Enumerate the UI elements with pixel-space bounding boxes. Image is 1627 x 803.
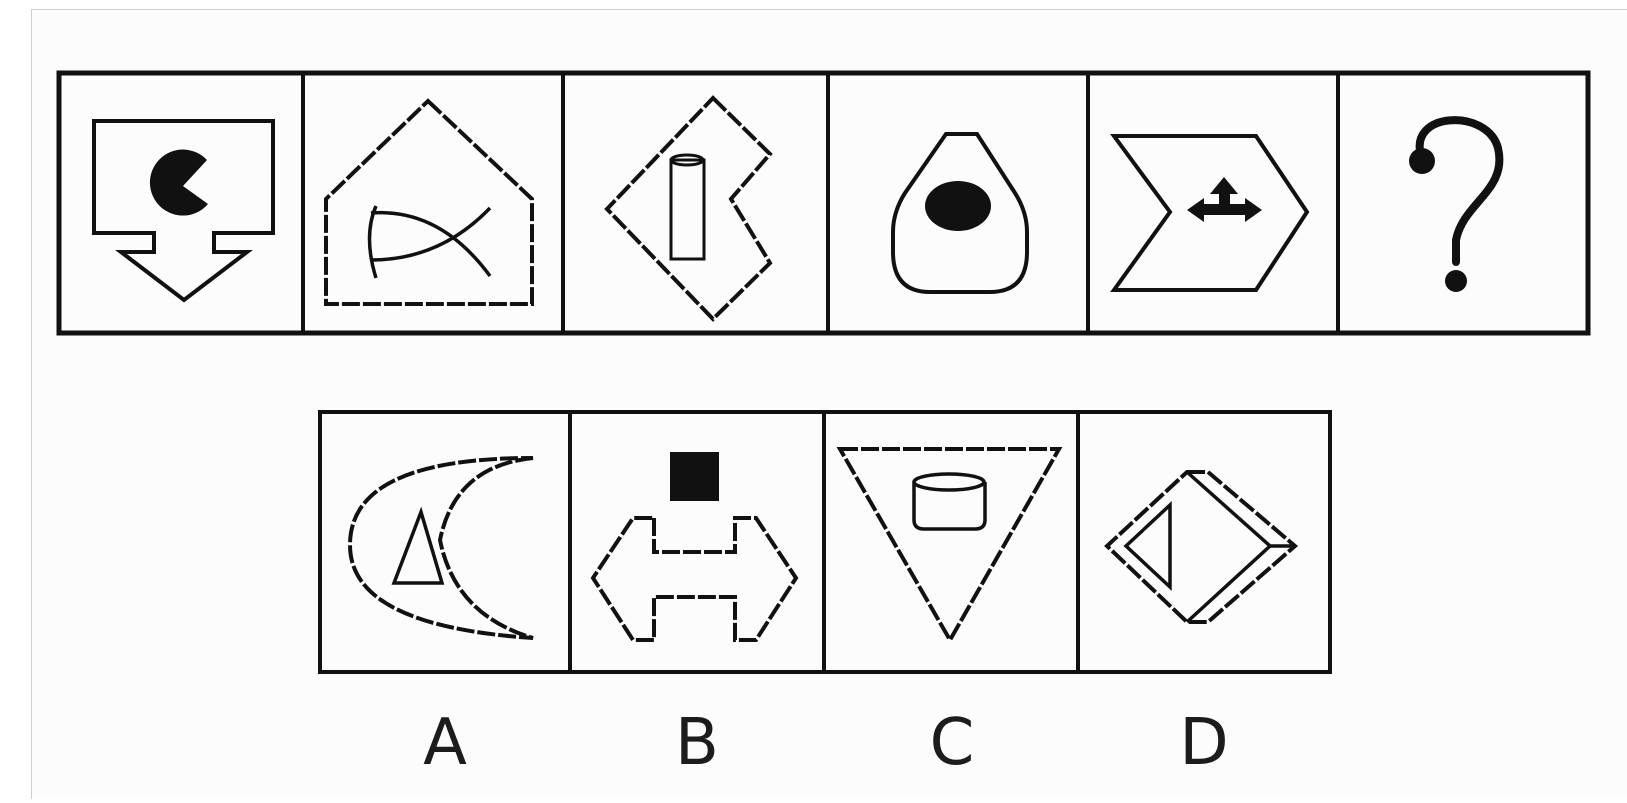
question-mark-dot bbox=[1409, 148, 1435, 174]
three-way-arrow-icon bbox=[1187, 177, 1262, 222]
fish-curve-icon bbox=[371, 213, 490, 276]
crescent-shape bbox=[350, 458, 533, 638]
option-label-b: B bbox=[675, 706, 719, 780]
panel-3 bbox=[607, 98, 770, 319]
cylinder-top-icon bbox=[914, 474, 984, 490]
option-b[interactable] bbox=[593, 452, 796, 640]
option-label-a: A bbox=[423, 706, 467, 780]
option-label-c: C bbox=[930, 706, 975, 780]
panel-1 bbox=[94, 121, 273, 300]
diamond-3d-edge bbox=[1187, 472, 1270, 622]
sequence-strip bbox=[59, 73, 1588, 333]
pacman-icon bbox=[150, 150, 208, 216]
down-triangle-shape bbox=[840, 449, 1059, 640]
black-ellipse-icon bbox=[925, 181, 991, 231]
option-label-d: D bbox=[1179, 706, 1228, 780]
sequence-strip-border bbox=[59, 73, 1588, 333]
option-c[interactable] bbox=[840, 449, 1059, 640]
option-d[interactable] bbox=[1107, 472, 1295, 622]
triangle-icon bbox=[1126, 505, 1170, 587]
question-mark-dot bbox=[1445, 270, 1467, 292]
question-mark-icon bbox=[1420, 120, 1500, 262]
house-shape bbox=[326, 101, 532, 304]
triangle-icon bbox=[394, 512, 442, 583]
double-arrow-shape bbox=[593, 518, 796, 640]
panel-4 bbox=[893, 134, 1027, 292]
chevron-diamond-shape bbox=[607, 98, 770, 319]
option-a[interactable] bbox=[350, 458, 533, 638]
black-square-icon bbox=[670, 452, 719, 501]
panel-5 bbox=[1114, 136, 1307, 290]
fish-tail-icon bbox=[370, 206, 377, 278]
panel-2 bbox=[326, 101, 532, 304]
panel-6 bbox=[1409, 120, 1499, 292]
cylinder-body-icon bbox=[671, 160, 704, 259]
